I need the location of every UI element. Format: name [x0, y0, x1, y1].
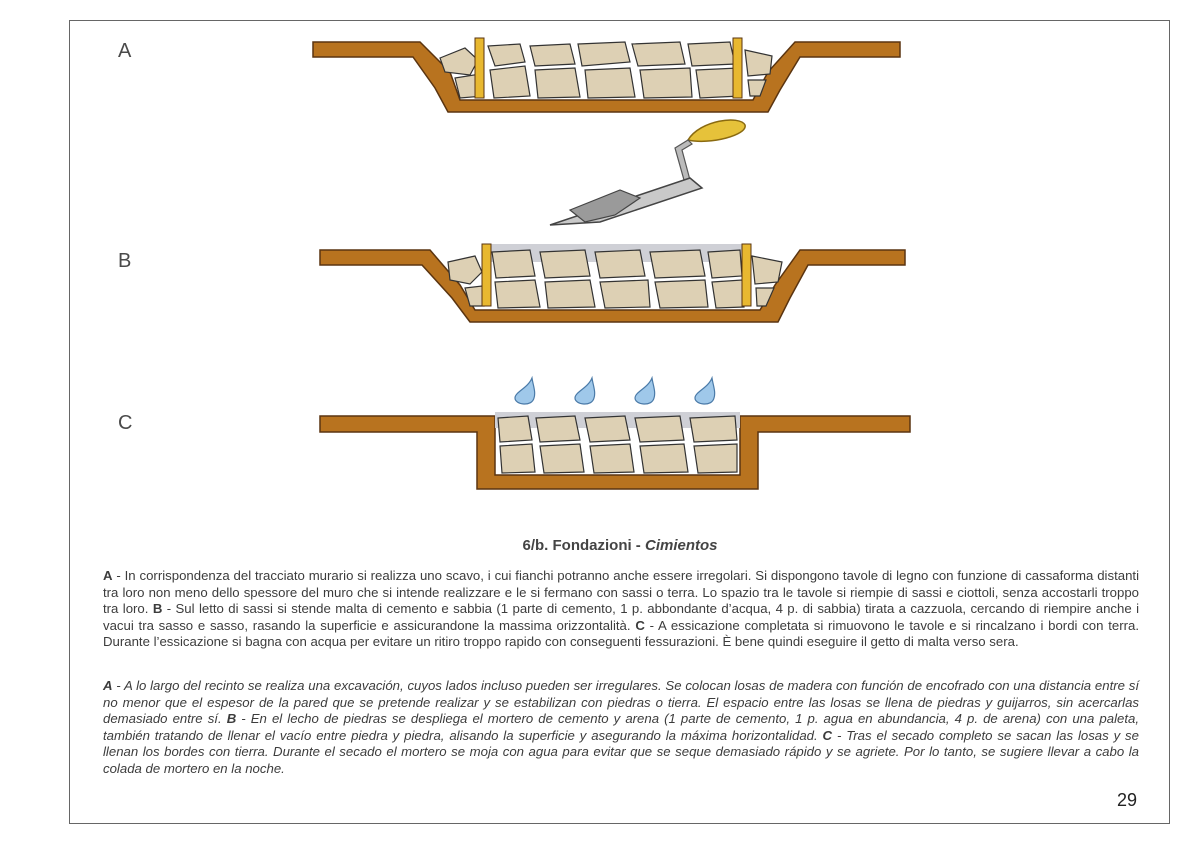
- caption-subtitle: Cimientos: [644, 537, 718, 554]
- stone-fill-a: [439, 41, 773, 99]
- page-number: 29: [1117, 790, 1138, 810]
- water-drop-icon: [514, 375, 716, 405]
- trench-b: [319, 243, 906, 323]
- stone-fill-b: [447, 249, 783, 309]
- page-frame: [69, 20, 1170, 824]
- board-b-right: [741, 243, 752, 307]
- es-key-a: A: [103, 678, 113, 693]
- panel-label-b: B: [118, 250, 132, 272]
- figure-caption: 6/b. Fondazioni - Cimientos: [0, 537, 1200, 554]
- it-text-a: - In corrispondenza del tracciato murari…: [103, 568, 1139, 616]
- trench-c: [319, 412, 911, 490]
- it-text-c: - A essicazione completata si rimuovono …: [103, 617, 1139, 650]
- trowel-icon: [549, 119, 746, 226]
- italian-description: A - In corrispondenza del tracciato mura…: [103, 568, 1139, 651]
- it-key-a: A: [103, 568, 113, 583]
- es-key-b: B: [226, 711, 237, 726]
- panel-label-c: C: [118, 412, 133, 434]
- es-text-c: - Tras el secado completo se sacan las l…: [103, 727, 1139, 776]
- panel-label-a: A: [118, 40, 132, 62]
- es-text-b: - En el lecho de piedras se despliega el…: [103, 711, 1139, 743]
- es-key-c: C: [822, 727, 833, 743]
- board-b-left: [481, 243, 492, 307]
- it-key-b: B: [152, 601, 163, 616]
- it-key-c: C: [635, 617, 645, 633]
- it-text-b: - Sul letto di sassi si stende malta di …: [103, 601, 1139, 633]
- board-a-right: [732, 37, 743, 99]
- trench-a: [312, 37, 901, 113]
- foundation-illustration: [312, 37, 911, 490]
- stone-fill-c: [497, 415, 738, 474]
- caption-title: 6/b. Fondazioni -: [522, 537, 641, 554]
- spanish-description: A - A lo largo del recinto se realiza un…: [103, 678, 1139, 777]
- es-text-a: - A lo largo del recinto se realiza una …: [103, 678, 1139, 726]
- board-a-left: [474, 37, 485, 99]
